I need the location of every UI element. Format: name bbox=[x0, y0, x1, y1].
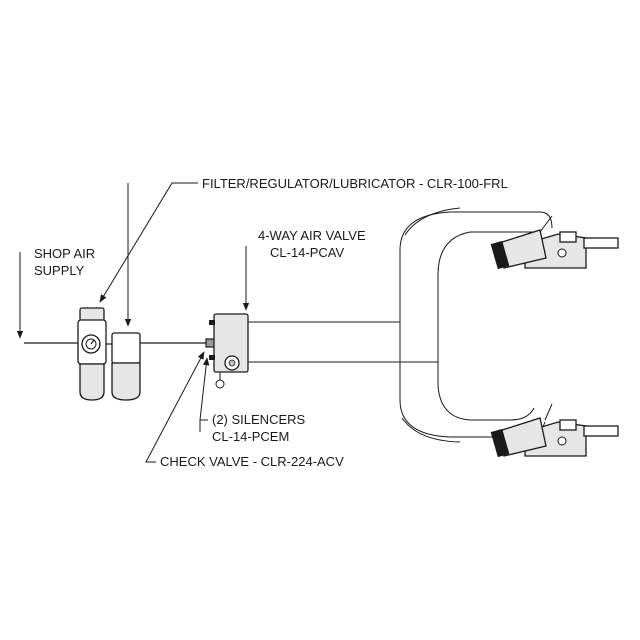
silencers-title-label: (2) SILENCERS bbox=[212, 412, 306, 427]
silencers-leader-lines bbox=[199, 357, 210, 432]
shop-air-label-line1: SHOP AIR bbox=[34, 246, 95, 261]
shop-air-label-line2: SUPPLY bbox=[34, 263, 85, 278]
valve-title-label: 4-WAY AIR VALVE bbox=[258, 228, 366, 243]
lubricator-unit bbox=[111, 332, 141, 401]
toggle-clamp-top bbox=[490, 215, 619, 270]
valve-button bbox=[224, 355, 240, 371]
frl-leader-lines bbox=[99, 182, 198, 327]
frl-label: FILTER/REGULATOR/LUBRICATOR - CLR-100-FR… bbox=[202, 176, 508, 191]
silencers-part-label: CL-14-PCEM bbox=[212, 429, 289, 444]
check-valve-leader-line bbox=[145, 351, 205, 463]
pressure-gauge bbox=[81, 334, 101, 354]
check-valve-label: CHECK VALVE - CLR-224-ACV bbox=[160, 454, 344, 469]
valve-part-label: CL-14-PCAV bbox=[270, 245, 345, 260]
four-way-valve bbox=[209, 313, 249, 373]
silencers bbox=[215, 372, 225, 389]
toggle-clamp-bottom bbox=[490, 403, 619, 458]
filter-unit bbox=[77, 307, 107, 401]
